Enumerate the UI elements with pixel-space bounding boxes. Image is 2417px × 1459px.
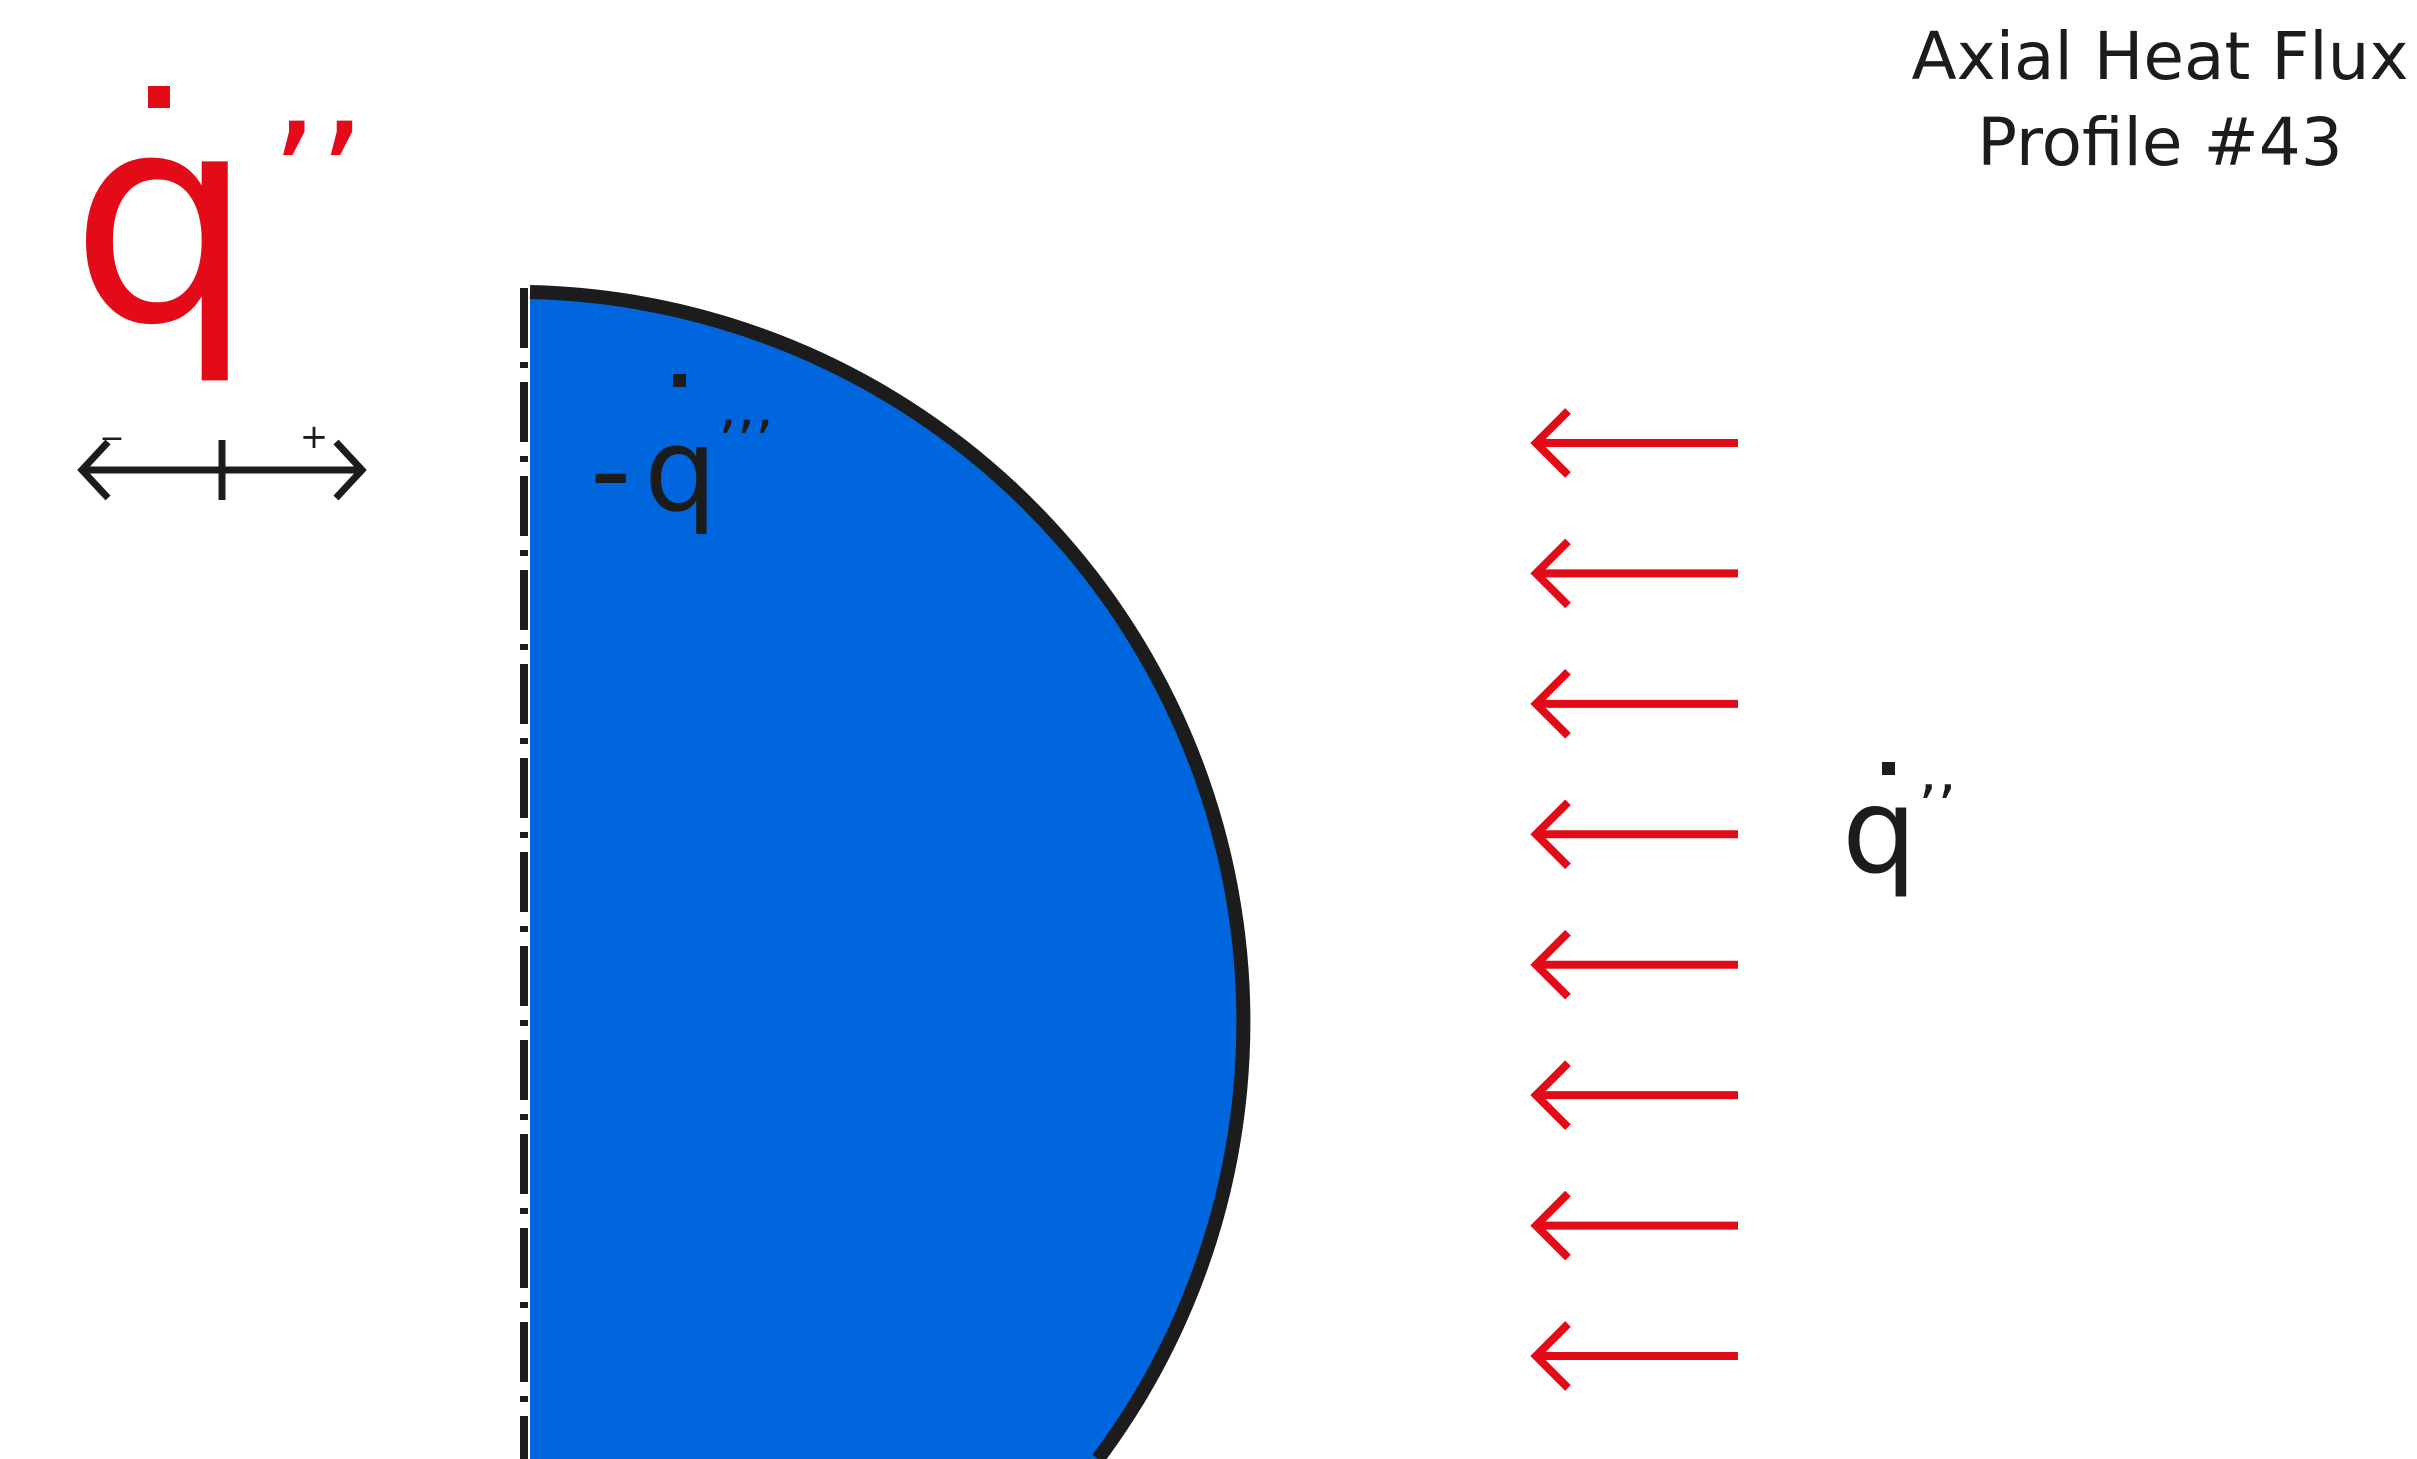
volumetric-source-sign: -	[590, 404, 632, 538]
flux-arrow-icon	[1530, 1190, 1738, 1261]
flux-arrow-head	[1530, 799, 1571, 870]
fuel-body-fill	[530, 292, 1244, 1459]
flux-arrow-icon	[1530, 1060, 1738, 1130]
sign-plus-label: +	[300, 417, 329, 457]
flux-arrow-head	[1530, 1321, 1571, 1391]
surface-flux-primes: ’’	[1918, 773, 1956, 843]
fuel-body-outline	[529, 285, 1251, 1459]
flux-arrow-icon	[1530, 1321, 1738, 1391]
volumetric-source-dot	[673, 374, 686, 387]
sign-arrowhead-right-icon	[333, 439, 367, 501]
fuel-body	[529, 285, 1251, 1459]
volumetric-source-label: - q ’’’	[590, 374, 773, 538]
legend-dot	[148, 86, 170, 108]
flux-arrow-icon	[1530, 669, 1738, 739]
diagram-title-line-1: Axial Heat Flux	[1911, 18, 2409, 95]
sign-convention-arrow: − +	[77, 417, 367, 501]
surface-flux-arrows	[1530, 408, 1738, 1391]
flux-arrow-head	[1530, 408, 1571, 478]
flux-arrow-icon	[1530, 799, 1738, 870]
flux-arrow-head	[1530, 538, 1571, 609]
volumetric-source-primes: ’’’	[718, 408, 773, 476]
legend-primes: ’’	[270, 92, 365, 266]
flux-arrow-head	[1530, 669, 1571, 739]
legend-q-glyph: q	[70, 52, 254, 389]
flux-arrow-icon	[1530, 408, 1738, 478]
flux-arrow-head	[1530, 1190, 1571, 1261]
flux-arrow-head	[1530, 1060, 1571, 1130]
sign-minus-label: −	[99, 421, 124, 456]
sign-arrowhead-left-icon	[77, 439, 111, 501]
legend-flux-symbol: q ’’	[70, 52, 365, 389]
volumetric-source-q: q	[644, 404, 717, 538]
surface-flux-label: q ’’	[1842, 762, 1956, 900]
surface-flux-q: q	[1842, 762, 1917, 900]
flux-arrow-icon	[1530, 929, 1738, 1000]
diagram-title-line-2: Profile #43	[1977, 104, 2343, 181]
surface-flux-dot	[1882, 762, 1895, 775]
flux-arrow-icon	[1530, 538, 1738, 609]
flux-arrow-head	[1530, 929, 1571, 1000]
